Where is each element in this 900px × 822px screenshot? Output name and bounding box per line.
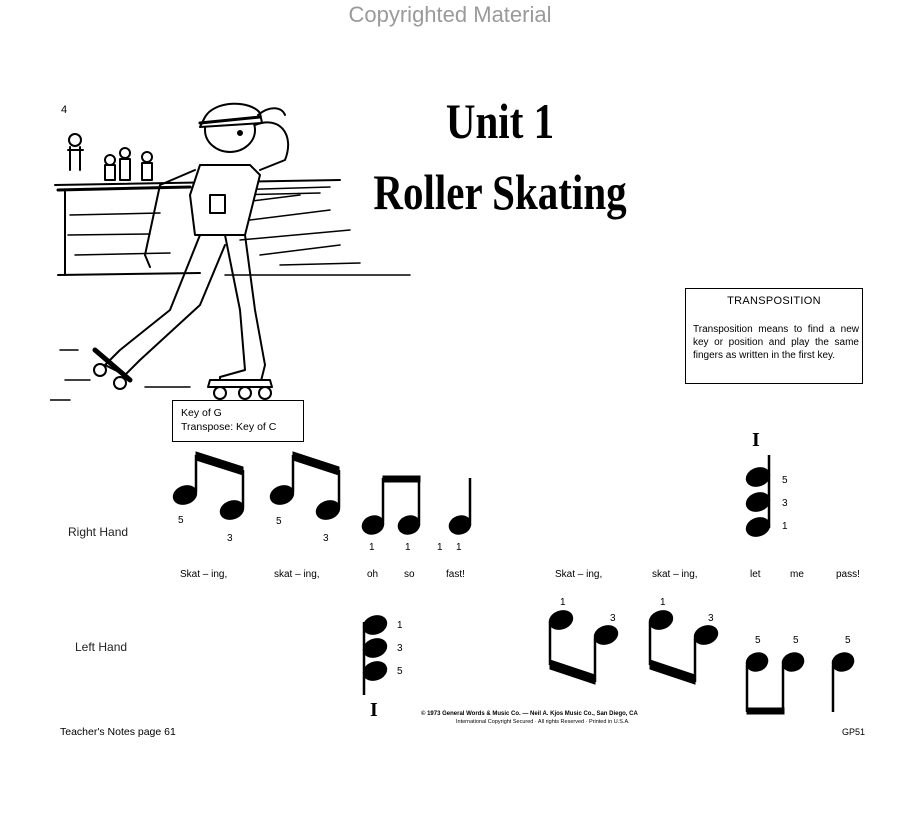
unit-subtitle: Roller Skating [373,164,627,220]
lyric-5: fast! [446,569,465,580]
lyric-9: me [790,569,804,580]
transpose-label: Transpose: Key of C [181,421,277,433]
svg-text:3: 3 [397,643,403,654]
unit-title: Unit 1 [445,93,555,149]
svg-text:1: 1 [456,542,462,553]
roman-numeral-lh: I [370,699,378,721]
roman-numeral-rh: I [752,429,760,451]
teachers-notes-reference: Teacher's Notes page 61 [60,726,176,738]
lyric-1: Skat – ing, [180,569,228,580]
beam [195,451,244,476]
svg-text:5: 5 [782,475,788,486]
lyric-3: oh [367,569,379,580]
copyright-rights: International Copyright Secured · All ri… [456,719,630,725]
svg-text:5: 5 [845,635,851,646]
lyric-10: pass! [836,569,860,580]
svg-text:1: 1 [437,542,443,553]
svg-text:1: 1 [560,597,566,608]
svg-text:5: 5 [397,666,403,677]
roller-skater-illustration [50,102,411,401]
lyric-2: skat – ing, [274,569,320,580]
copyright-notice: © 1973 General Words & Music Co. — Neil … [421,711,638,717]
svg-text:5: 5 [276,516,282,527]
transposition-title: TRANSPOSITION [727,295,821,307]
lyric-8: let [750,569,761,580]
transposition-text: Transposition means to find a new key or… [693,324,859,361]
svg-text:3: 3 [610,613,616,624]
lyric-6: Skat – ing, [555,569,603,580]
svg-text:3: 3 [708,613,714,624]
beam [382,475,421,483]
svg-text:1: 1 [405,542,411,553]
beam [292,451,340,476]
svg-text:3: 3 [227,533,233,544]
svg-text:1: 1 [660,597,666,608]
svg-text:5: 5 [793,635,799,646]
svg-text:1: 1 [369,542,375,553]
right-hand-label: Right Hand [68,525,129,539]
svg-text:1: 1 [782,521,788,532]
key-label: Key of G [181,407,222,419]
svg-text:5: 5 [755,635,761,646]
lyric-7: skat – ing, [652,569,698,580]
catalog-code: GP51 [842,727,866,737]
lyric-4: so [404,569,415,580]
transposition-box: TRANSPOSITION Transposition means to fin… [685,288,863,384]
page-number: 4 [61,104,68,116]
svg-text:3: 3 [323,533,329,544]
key-box: Key of G Transpose: Key of C [172,400,304,442]
svg-text:1: 1 [397,620,403,631]
svg-text:5: 5 [178,515,184,526]
svg-text:3: 3 [782,498,788,509]
copyright-watermark: Copyrighted Material [348,2,552,27]
left-hand-label: Left Hand [75,640,128,654]
